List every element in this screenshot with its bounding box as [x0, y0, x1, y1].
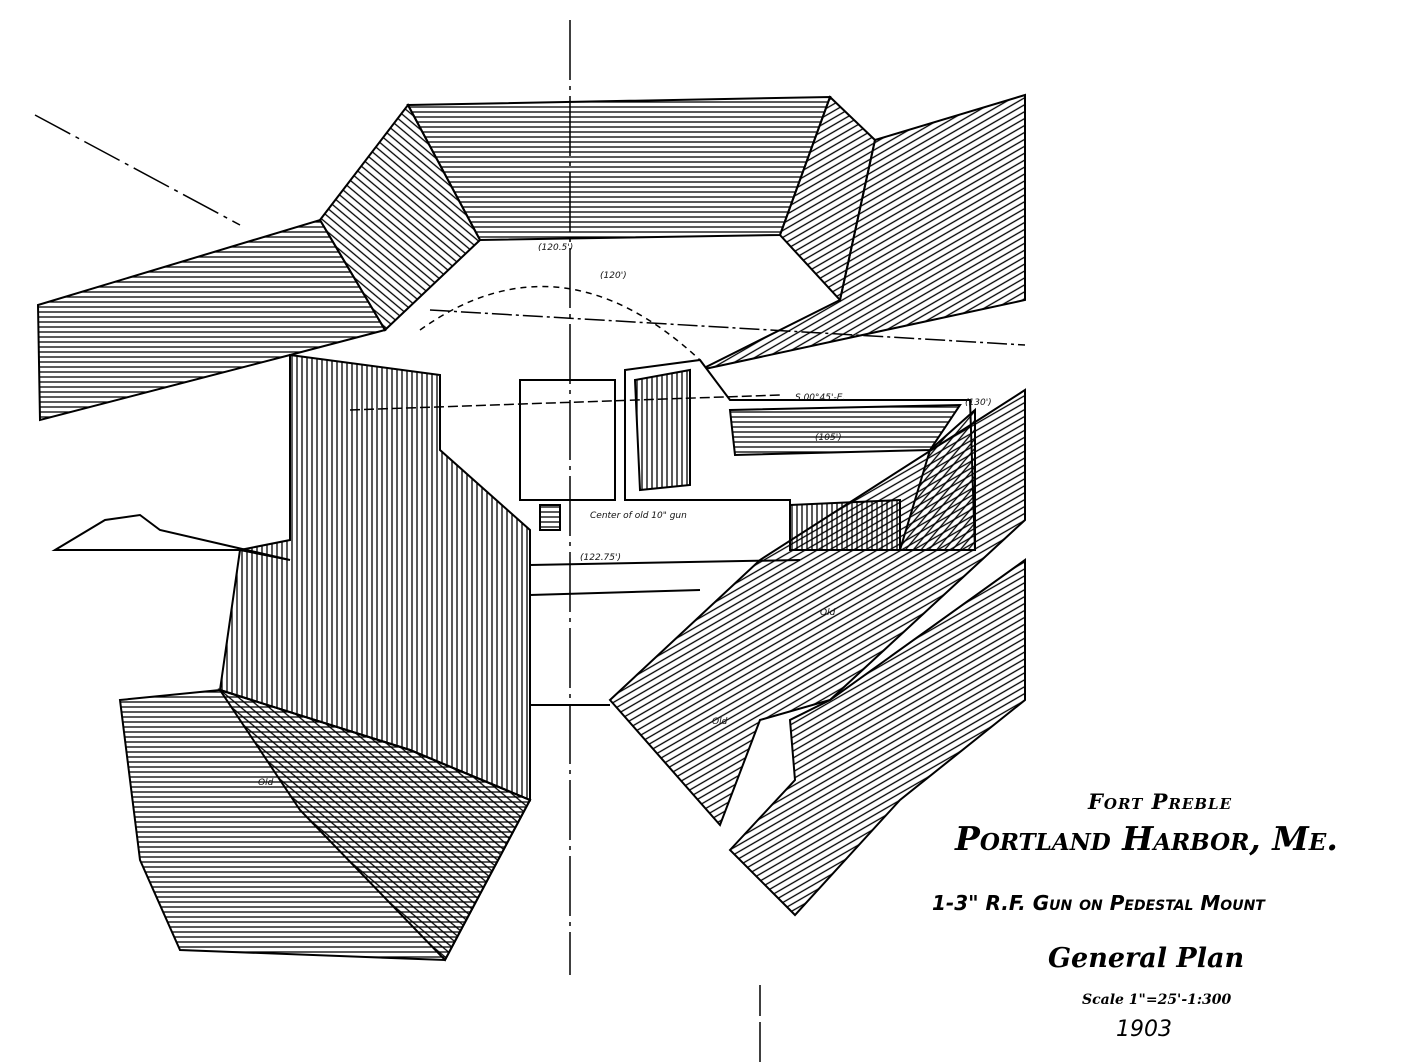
old-label: Old [820, 608, 836, 618]
bearing-label: S.00°45'-E. [795, 393, 845, 403]
elevation-label: (105') [815, 433, 842, 443]
elevation-label: (122.75') [580, 553, 621, 563]
subject-title: 1-3" R.F. Gun on Pedestal Mount [932, 891, 1265, 915]
old-label: Old [712, 717, 728, 727]
top-parapet [406, 95, 832, 242]
location-title: Portland Harbor, Me. [955, 819, 1338, 858]
sheet-title: General Plan [1048, 943, 1245, 974]
old-label: Old [258, 778, 274, 788]
annotation-labels: Center of old 10" gun S.00°45'-E. (120.5… [258, 243, 992, 788]
steps [539, 504, 561, 531]
elevation-label: (120.5') [538, 243, 573, 253]
center-lines [34, 20, 1026, 1062]
gun-center-note: Center of old 10" gun [590, 511, 687, 521]
gun-emplacement [519, 379, 616, 501]
drawing-lines [36, 93, 1026, 962]
lower-right-embankment-2 [728, 558, 1026, 917]
year-label: 1903 [1116, 1017, 1172, 1042]
lower-right-embankment [608, 388, 1026, 827]
fort-name: Fort Preble [1088, 789, 1232, 814]
outline-ridge [51, 513, 291, 561]
elevation-label: (120') [600, 271, 627, 281]
elevation-label: (130') [965, 398, 992, 408]
right-embankment [699, 93, 1026, 371]
scale-label: Scale 1"=25'-1:300 [1082, 992, 1232, 1008]
left-embankment [36, 218, 387, 422]
